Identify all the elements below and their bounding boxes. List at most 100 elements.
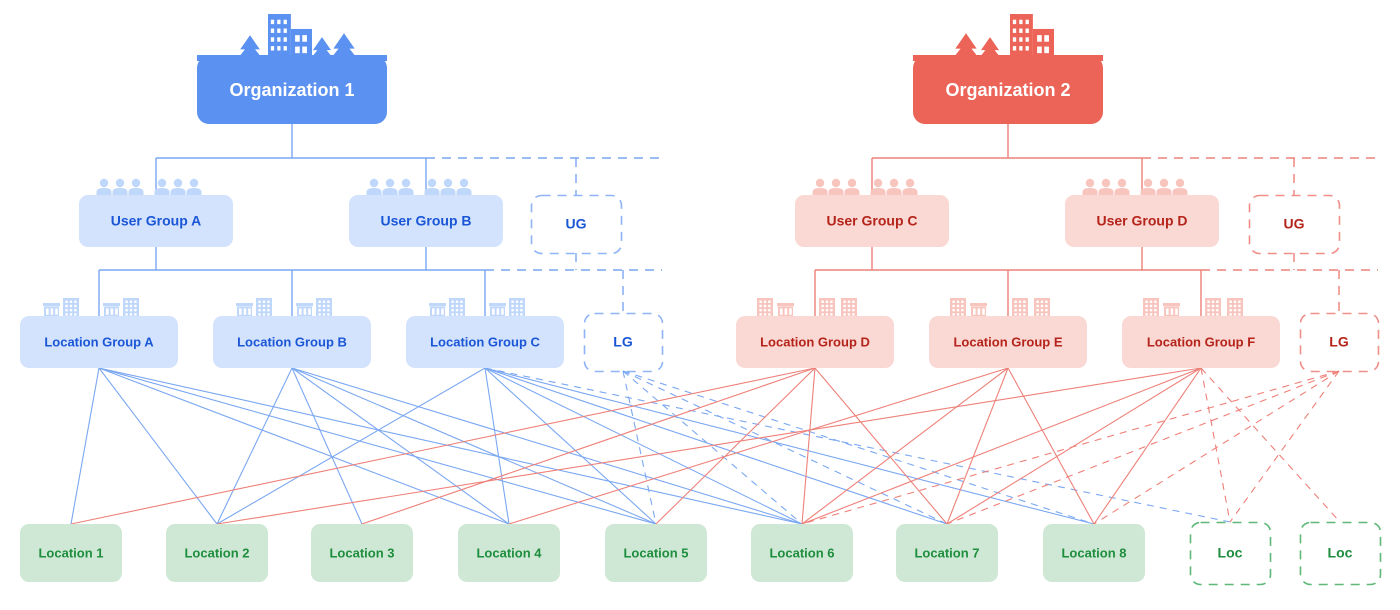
mapping-edge-solid <box>1093 367 1202 525</box>
node-label: Location Group A <box>44 334 154 349</box>
shop-building-icon <box>429 298 525 317</box>
mapping-edge-solid <box>801 367 816 525</box>
node-org1[interactable]: Organization 1 <box>197 56 387 124</box>
placeholder-label: UG <box>1284 216 1305 232</box>
mapping-edge-solid <box>801 367 1009 525</box>
shop-building-icon <box>236 298 332 317</box>
mapping-edge-solid <box>291 367 363 525</box>
mapping-edge-solid <box>484 367 510 525</box>
node-label: Organization 1 <box>229 80 354 100</box>
shop-building-icon <box>43 298 139 317</box>
mapping-edge-dashed <box>801 370 1340 525</box>
mapping-edge-solid <box>98 367 510 525</box>
placeholder-label: LG <box>613 334 633 350</box>
mapping-edge-dashed <box>622 370 948 525</box>
node-loc-4[interactable]: Location 4 <box>458 524 560 582</box>
node-org2[interactable]: Organization 2 <box>913 56 1103 124</box>
mapping-edge-solid <box>655 367 816 525</box>
node-label: Location 5 <box>623 545 688 560</box>
node-label: Location 1 <box>38 545 103 560</box>
placeholder-label: Loc <box>1218 545 1243 561</box>
placeholder-ug-ph-1[interactable]: UG <box>530 194 623 255</box>
mapping-edge-solid <box>291 367 803 525</box>
node-loc-8[interactable]: Location 8 <box>1043 524 1145 582</box>
node-loc-1[interactable]: Location 1 <box>20 524 122 582</box>
node-label: User Group C <box>826 213 917 229</box>
node-label: Location Group D <box>760 334 870 349</box>
node-loc-6[interactable]: Location 6 <box>751 524 853 582</box>
mapping-edge-dashed <box>622 370 657 525</box>
node-lg-c[interactable]: Location Group C <box>406 316 564 368</box>
mapping-edge-solid <box>361 367 816 525</box>
mapping-edge-solid <box>508 367 1009 525</box>
node-label: Location 8 <box>1061 545 1126 560</box>
placeholder-loc-ph-1[interactable]: Loc <box>1189 521 1272 586</box>
mapping-edge-solid <box>216 367 486 525</box>
node-lg-e[interactable]: Location Group E <box>929 316 1087 368</box>
node-label: Location 2 <box>184 545 249 560</box>
mapping-edge-dashed <box>484 367 1231 523</box>
mapping-edge-solid <box>484 367 657 525</box>
node-label: User Group B <box>380 213 471 229</box>
placeholder-lg-ph-1[interactable]: LG <box>583 312 664 373</box>
mapping-edge-dashed <box>622 370 803 525</box>
mapping-edge-dashed <box>1229 370 1340 523</box>
node-label: Location Group B <box>237 334 347 349</box>
node-ug-c[interactable]: User Group C <box>795 195 949 247</box>
placeholder-lg-ph-2[interactable]: LG <box>1299 312 1380 373</box>
mapping-edge-solid <box>98 367 657 525</box>
placeholder-ug-ph-2[interactable]: UG <box>1248 194 1341 255</box>
mapping-edge-dashed <box>622 370 1095 525</box>
mapping-edge-dashed <box>946 370 1340 525</box>
mapping-edge-solid <box>291 367 657 525</box>
tree-edge-layer <box>98 124 1378 318</box>
mapping-edge-solid <box>216 367 1202 525</box>
node-ug-d[interactable]: User Group D <box>1065 195 1219 247</box>
mapping-edge-solid <box>484 367 803 525</box>
node-lg-f[interactable]: Location Group F <box>1122 316 1280 368</box>
mapping-edge-solid <box>801 367 1202 525</box>
node-label: Location 3 <box>329 545 394 560</box>
mapping-edge-solid <box>216 367 293 525</box>
mapping-edge-dashed <box>1200 367 1231 523</box>
node-loc-7[interactable]: Location 7 <box>896 524 998 582</box>
node-label: Location Group E <box>953 334 1062 349</box>
edge-layer <box>70 367 1341 525</box>
placeholder-loc-ph-2[interactable]: Loc <box>1299 521 1382 586</box>
shop-building-icon <box>1143 298 1243 317</box>
node-loc-3[interactable]: Location 3 <box>311 524 413 582</box>
node-label: Location 7 <box>914 545 979 560</box>
mapping-edge-solid <box>70 367 816 525</box>
node-loc-5[interactable]: Location 5 <box>605 524 707 582</box>
node-label: Location Group F <box>1147 334 1255 349</box>
mapping-edge-solid <box>1007 367 1095 525</box>
node-label: Location 6 <box>769 545 834 560</box>
node-label: Location 4 <box>476 545 542 560</box>
node-layer: Organization 1 Organization 2 User Group A… <box>20 56 1382 586</box>
mapping-edge-dashed <box>1200 367 1341 523</box>
placeholder-label: Loc <box>1328 545 1353 561</box>
node-label: User Group A <box>111 213 202 229</box>
mapping-edge-solid <box>484 367 948 525</box>
node-lg-d[interactable]: Location Group D <box>736 316 894 368</box>
mapping-edge-solid <box>70 367 100 525</box>
node-lg-b[interactable]: Location Group B <box>213 316 371 368</box>
trees-city-icon <box>913 14 1103 61</box>
mapping-edge-solid <box>946 367 1009 525</box>
mapping-edge-solid <box>484 367 1095 525</box>
mapping-edge-solid <box>291 367 510 525</box>
node-label: Organization 2 <box>945 80 1070 100</box>
node-loc-2[interactable]: Location 2 <box>166 524 268 582</box>
mapping-edge-dashed <box>1093 370 1340 525</box>
node-label: Location Group C <box>430 334 540 349</box>
node-lg-a[interactable]: Location Group A <box>20 316 178 368</box>
node-ug-b[interactable]: User Group B <box>349 195 503 247</box>
shop-building-icon <box>950 298 1050 317</box>
mapping-edge-solid <box>98 367 803 525</box>
placeholder-label: LG <box>1329 334 1349 350</box>
node-ug-a[interactable]: User Group A <box>79 195 233 247</box>
shop-building-icon <box>757 298 857 317</box>
placeholder-label: UG <box>566 216 587 232</box>
